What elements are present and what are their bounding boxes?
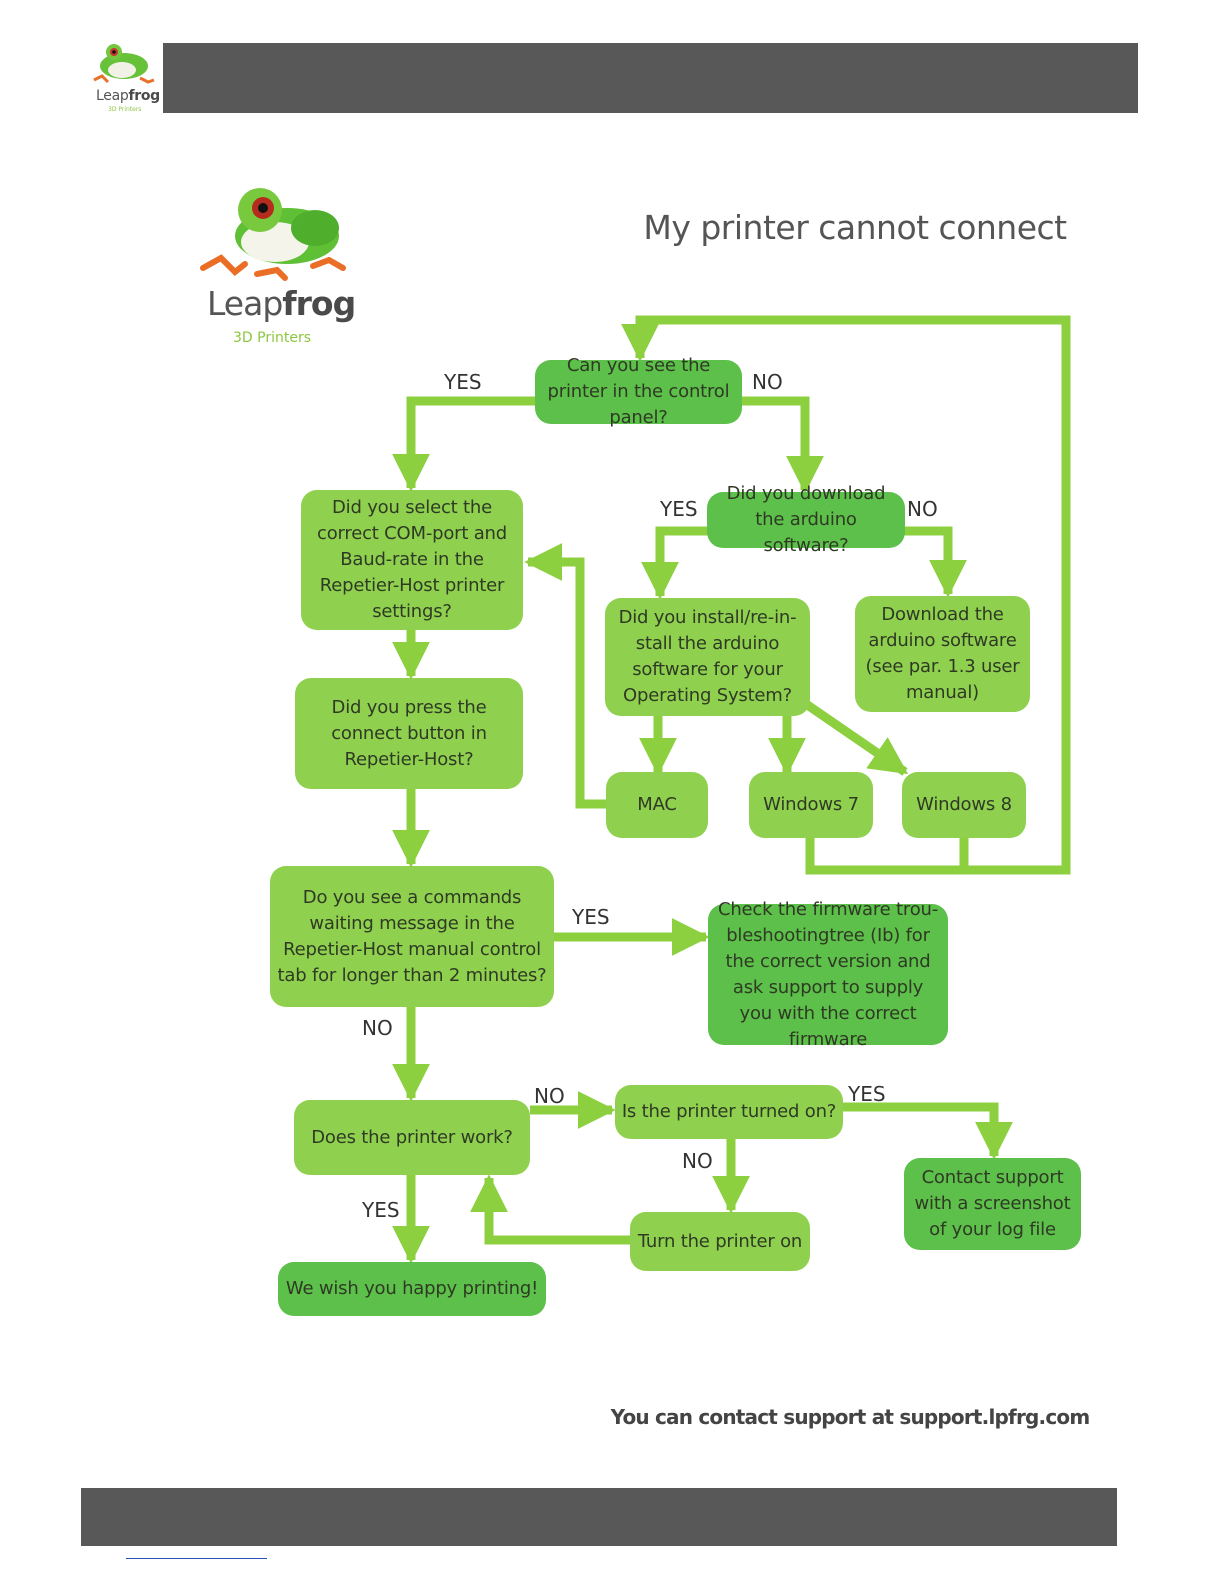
label-yes-commands: YES (572, 905, 610, 929)
label-yes-see-printer: YES (444, 370, 482, 394)
node-turned-on: Is the printer turned on? (615, 1085, 843, 1139)
big-logo: Leapfrog 3D Printers (195, 180, 356, 355)
node-mac: MAC (606, 772, 708, 838)
arrow-to-win8 (803, 700, 909, 776)
node-commands-waiting: Do you see a commands waiting message in… (270, 866, 554, 1007)
contact-support-text: You can contact support at support.lpfrg… (610, 1405, 1091, 1429)
arrow-to-download-action (903, 526, 967, 598)
frog-icon (93, 44, 155, 84)
label-yes-printer-work: YES (362, 1198, 400, 1222)
label-yes-download: YES (660, 497, 698, 521)
node-see-printer: Can you see the printer in the control p… (535, 355, 742, 428)
header-bar (163, 43, 1138, 113)
arrow-mac-to-select-com (524, 543, 606, 809)
arrow-back-to-printer-work (470, 1174, 630, 1245)
node-windows-7: Windows 7 (749, 772, 873, 838)
small-logo-wordmark: Leapfrog (96, 88, 160, 104)
node-download-action: Download the arduino software (see par. … (855, 596, 1030, 712)
page-title: My printer cannot connect (643, 208, 1067, 247)
node-install-question: Did you install/re-in-stall the arduino … (605, 598, 810, 716)
node-press-connect: Did you press the connect button in Repe… (295, 678, 523, 789)
arrow-to-contact (843, 1102, 1013, 1160)
loop-back-to-top (621, 315, 1071, 875)
arrow-to-install-q (641, 526, 710, 600)
label-no-see-printer: NO (752, 370, 783, 394)
label-no-download: NO (907, 497, 938, 521)
node-download-question: Did you download the arduino software? (707, 483, 905, 556)
node-check-firmware: Check the firmware trou-bleshootingtree … (708, 899, 948, 1050)
footer-link-underline (126, 1558, 267, 1559)
node-windows-8: Windows 8 (902, 772, 1026, 838)
frog-icon (200, 188, 346, 281)
arrow-to-select-com (392, 396, 540, 492)
label-no-turned-on: NO (682, 1149, 713, 1173)
arrow-to-download-q (740, 396, 824, 494)
small-logo: Leapfrog 3D Printers (86, 40, 160, 118)
footer-bar (81, 1488, 1117, 1546)
label-no-commands: NO (362, 1016, 393, 1040)
big-logo-tagline: 3D Printers (233, 330, 312, 346)
label-no-printer-work: NO (534, 1084, 565, 1108)
node-select-com: Did you select the correct COM-port and … (301, 490, 523, 630)
node-contact-support: Contact support with a screenshot of you… (904, 1158, 1081, 1250)
node-printer-work: Does the printer work? (294, 1100, 530, 1175)
node-turn-on: Turn the printer on (630, 1212, 810, 1271)
node-happy-printing: We wish you happy printing! (278, 1262, 546, 1316)
big-logo-wordmark: Leapfrog (207, 284, 356, 323)
small-logo-tagline: 3D Printers (108, 106, 142, 113)
label-yes-turned-on: YES (848, 1082, 886, 1106)
